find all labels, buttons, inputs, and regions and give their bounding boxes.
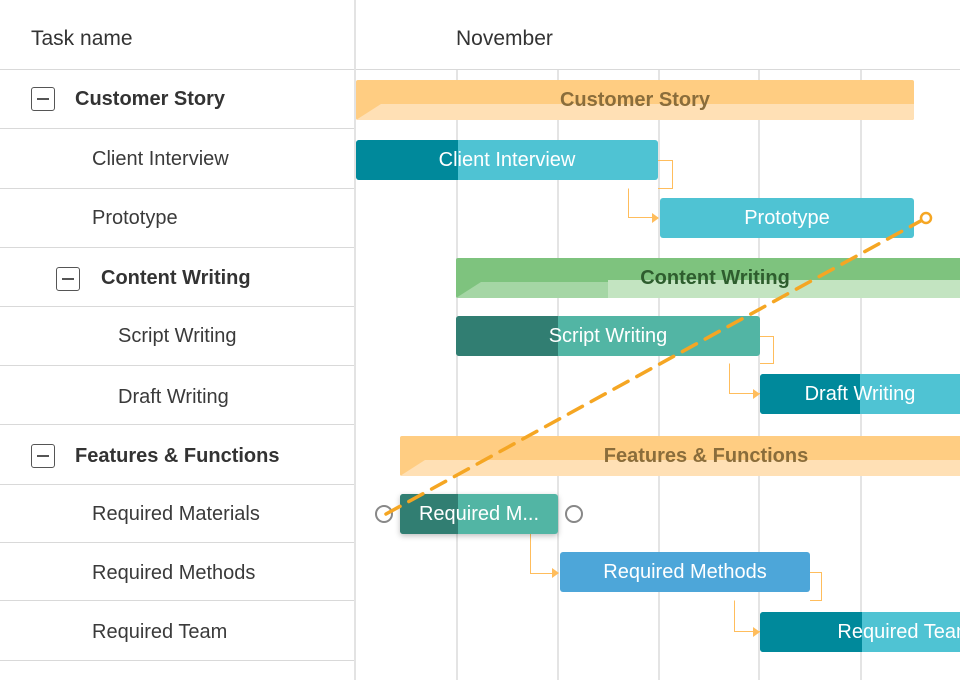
collapse-toggle-icon[interactable] <box>31 87 55 111</box>
collapse-toggle-icon[interactable] <box>31 444 55 468</box>
day-gridline <box>658 70 660 680</box>
progress-fill <box>456 316 558 356</box>
bar-label: Draft Writing <box>804 382 916 405</box>
dependency-link[interactable] <box>628 188 658 218</box>
task-label: Required Team <box>92 621 228 643</box>
bar-label: Required M... <box>418 502 540 525</box>
grid-row-script-writing[interactable]: Script Writing <box>0 307 355 366</box>
task-bar-required-team[interactable]: Required Team <box>760 612 960 652</box>
day-gridline <box>456 70 458 680</box>
dependency-link[interactable] <box>760 336 774 364</box>
task-label: Features & Functions <box>75 445 280 467</box>
task-label: Customer Story <box>75 88 226 110</box>
progress-underlay <box>356 104 914 120</box>
task-bar-required-materials[interactable]: Required M... <box>400 494 558 534</box>
link-start-handle[interactable] <box>375 505 393 523</box>
day-gridline <box>758 70 760 680</box>
task-label: Required Methods <box>92 562 256 584</box>
link-arrow-icon <box>652 213 659 223</box>
bar-label: Script Writing <box>548 324 668 347</box>
dependency-link[interactable] <box>658 160 673 189</box>
bar-label: Required Methods <box>603 560 767 583</box>
grid-row-required-methods[interactable]: Required Methods <box>0 543 355 601</box>
task-label: Script Writing <box>118 325 237 347</box>
progress-fill <box>760 374 860 414</box>
grid-row-prototype[interactable]: Prototype <box>0 189 355 248</box>
progress-underlay <box>400 460 960 476</box>
task-bar-features-functions[interactable]: Features & Functions <box>400 436 960 476</box>
grid-row-client-interview[interactable]: Client Interview <box>0 129 355 189</box>
task-bar-customer-story[interactable]: Customer Story <box>356 80 914 120</box>
timeline-header: November <box>355 0 960 70</box>
task-bar-draft-writing[interactable]: Draft Writing <box>760 374 960 414</box>
link-arrow-icon <box>753 627 760 637</box>
task-label: Content Writing <box>101 267 251 289</box>
grid-row-customer-story[interactable]: Customer Story <box>0 70 355 129</box>
dependency-link[interactable] <box>729 363 760 394</box>
task-label: Prototype <box>92 207 178 229</box>
task-bar-required-methods[interactable]: Required Methods <box>560 552 810 592</box>
progress-fill <box>760 612 862 652</box>
collapse-toggle-icon[interactable] <box>56 267 80 291</box>
grid-header: Task name <box>0 0 355 70</box>
task-bar-content-writing[interactable]: Content Writing <box>456 258 960 298</box>
progress-fill <box>356 140 458 180</box>
task-bar-script-writing[interactable]: Script Writing <box>456 316 760 356</box>
dependency-link[interactable] <box>810 572 822 601</box>
link-end-handle[interactable] <box>565 505 583 523</box>
task-bar-client-interview[interactable]: Client Interview <box>356 140 658 180</box>
task-label: Draft Writing <box>118 386 229 408</box>
link-drag-target-icon[interactable] <box>919 211 933 225</box>
bar-label: Client Interview <box>438 148 576 171</box>
link-drag-line <box>384 216 928 516</box>
bar-label: Customer Story <box>559 88 711 111</box>
task-label: Client Interview <box>92 148 229 170</box>
grid-chart-divider[interactable] <box>354 0 356 680</box>
grid-row-content-writing[interactable]: Content Writing <box>0 248 355 307</box>
task-name-column-header[interactable]: Task name <box>31 27 133 50</box>
day-gridline <box>557 70 559 680</box>
bar-label: Features & Functions <box>603 444 809 467</box>
grid-row-required-team[interactable]: Required Team <box>0 601 355 661</box>
bar-label: Content Writing <box>640 266 790 289</box>
task-label: Required Materials <box>92 503 260 525</box>
grid-row-features-functions[interactable]: Features & Functions <box>0 425 355 485</box>
link-arrow-icon <box>753 389 760 399</box>
link-arrow-icon <box>552 568 559 578</box>
grid-row-draft-writing[interactable]: Draft Writing <box>0 366 355 425</box>
grid-row-required-materials[interactable]: Required Materials <box>0 485 355 543</box>
bar-label: Required Team <box>837 620 960 643</box>
dependency-link[interactable] <box>530 534 558 574</box>
bar-label: Prototype <box>744 206 830 229</box>
timeline-month-label: November <box>456 27 553 50</box>
task-bar-prototype[interactable]: Prototype <box>660 198 914 238</box>
progress-remaining <box>608 280 960 298</box>
dependency-link[interactable] <box>734 600 760 632</box>
